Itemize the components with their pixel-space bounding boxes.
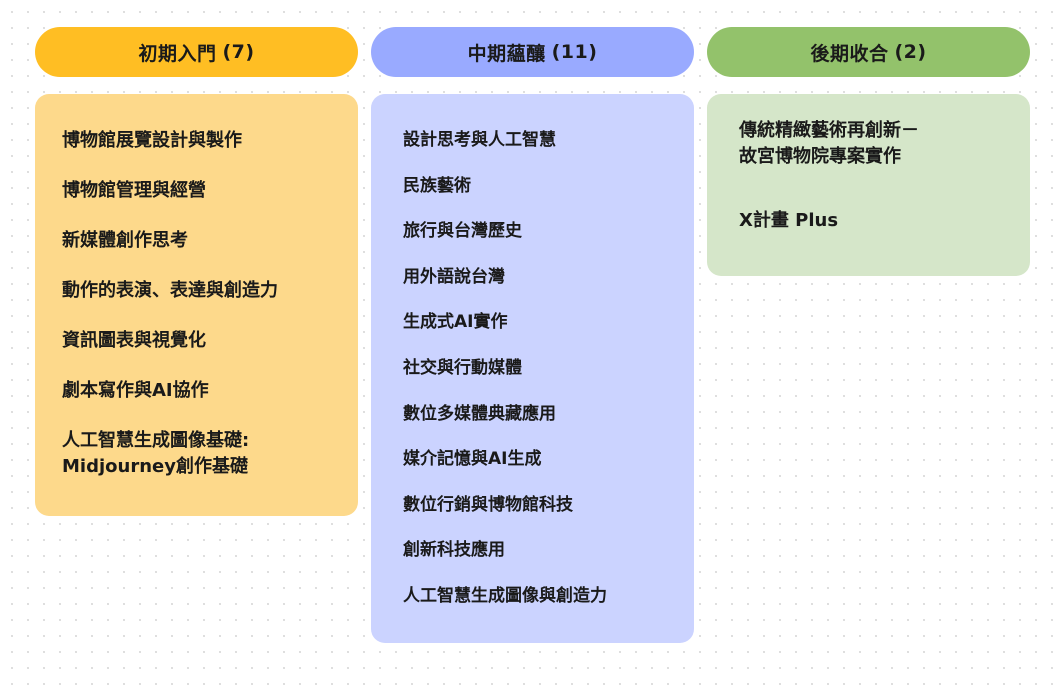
column-count: (2) xyxy=(894,41,927,63)
course-item: 設計思考與人工智慧 xyxy=(403,130,556,150)
column-header-early: 初期入門 (7) xyxy=(35,27,358,77)
column-early-stage: 初期入門 (7) 博物館展覽設計與製作 博物館管理與經營 新媒體創作思考 動作的… xyxy=(35,27,358,516)
column-title: 後期收合 xyxy=(810,42,889,65)
course-item: 人工智慧生成圖像與創造力 xyxy=(403,585,607,606)
course-item: 博物館管理與經營 xyxy=(62,180,206,201)
column-count: (11) xyxy=(551,41,598,63)
column-title: 初期入門 xyxy=(138,42,217,65)
course-item: 數位多媒體典藏應用 xyxy=(403,403,556,424)
course-item: 民族藝術 xyxy=(403,175,471,196)
course-item: 生成式AI實作 xyxy=(403,312,508,333)
course-item: 旅行與台灣歷史 xyxy=(403,221,522,242)
column-header-late: 後期收合 (2) xyxy=(707,27,1030,77)
course-card-late: 傳統精緻藝術再創新－ 故宮博物院專案實作 X計畫 Plus xyxy=(707,94,1030,276)
course-item: X計畫 Plus xyxy=(739,210,839,231)
course-item: 媒介記憶與AI生成 xyxy=(403,449,542,470)
course-item: 創新科技應用 xyxy=(403,540,505,561)
course-item: 社交與行動媒體 xyxy=(403,357,522,378)
course-card-mid: 設計思考與人工智慧 民族藝術 旅行與台灣歷史 用外語說台灣 生成式AI實作 社交… xyxy=(371,94,694,643)
column-mid-stage: 中期蘊釀 (11) 設計思考與人工智慧 民族藝術 旅行與台灣歷史 用外語說台灣 … xyxy=(371,27,694,643)
course-item: 數位行銷與博物館科技 xyxy=(403,494,573,515)
course-item: 新媒體創作思考 xyxy=(62,230,188,251)
course-card-early: 博物館展覽設計與製作 博物館管理與經營 新媒體創作思考 動作的表演、表達與創造力… xyxy=(35,94,358,516)
course-item: 人工智慧生成圖像基礎: Midjourney創作基礎 xyxy=(62,430,250,477)
column-late-stage: 後期收合 (2) 傳統精緻藝術再創新－ 故宮博物院專案實作 X計畫 Plus xyxy=(707,27,1030,276)
course-item: 資訊圖表與視覺化 xyxy=(62,330,206,351)
course-item: 動作的表演、表達與創造力 xyxy=(62,280,278,301)
column-title: 中期蘊釀 xyxy=(467,42,546,65)
course-item: 用外語說台灣 xyxy=(403,266,505,287)
column-count: (7) xyxy=(222,41,255,63)
course-item: 傳統精緻藝術再創新－ 故宮博物院專案實作 xyxy=(739,120,919,167)
course-item: 博物館展覽設計與製作 xyxy=(62,130,242,151)
course-item: 劇本寫作與AI協作 xyxy=(62,380,209,401)
column-header-mid: 中期蘊釀 (11) xyxy=(371,27,694,77)
